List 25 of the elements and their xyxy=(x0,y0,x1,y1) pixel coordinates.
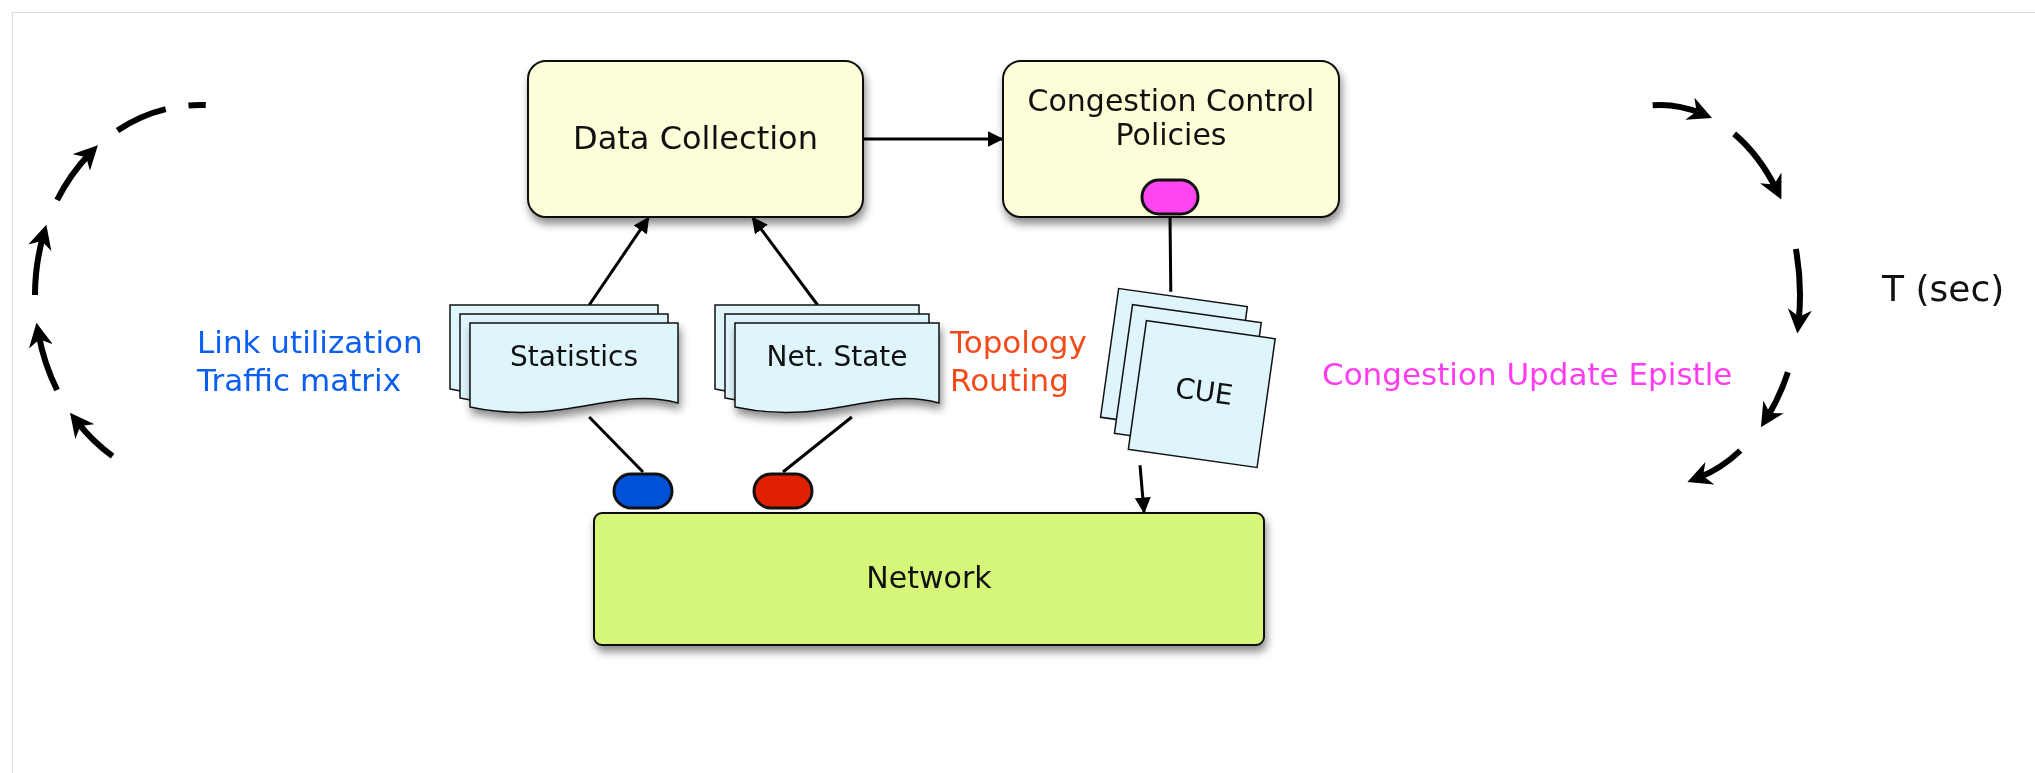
annotation-text: Link utilization xyxy=(197,324,423,360)
arrow xyxy=(864,131,1004,147)
port-pill xyxy=(1140,178,1200,216)
port-pill xyxy=(752,472,814,510)
network-box xyxy=(593,512,1265,646)
node-label: CUE xyxy=(1172,370,1236,415)
annotation-text: Routing xyxy=(950,362,1069,398)
annotation-text: Topology xyxy=(950,324,1087,360)
node-label: Congestion Control Policies xyxy=(1026,83,1316,153)
arrow xyxy=(587,216,650,306)
port-pill xyxy=(612,472,674,510)
node-label: Net. State xyxy=(765,341,909,374)
node-label: Data Collection xyxy=(572,119,819,157)
node-label: Network xyxy=(865,561,993,596)
connector-line xyxy=(588,415,645,474)
annotation-text: Congestion Update Epistle xyxy=(1322,356,1733,392)
arrow xyxy=(1134,465,1151,514)
connector-line xyxy=(782,415,853,474)
node-label: Statistics xyxy=(509,341,639,374)
arrow xyxy=(751,216,819,306)
axis-label: T (sec) xyxy=(1882,268,2005,309)
process-box xyxy=(527,60,864,218)
annotation-text: Traffic matrix xyxy=(197,362,402,398)
process-box xyxy=(1002,60,1340,218)
connector-line xyxy=(1168,216,1173,292)
